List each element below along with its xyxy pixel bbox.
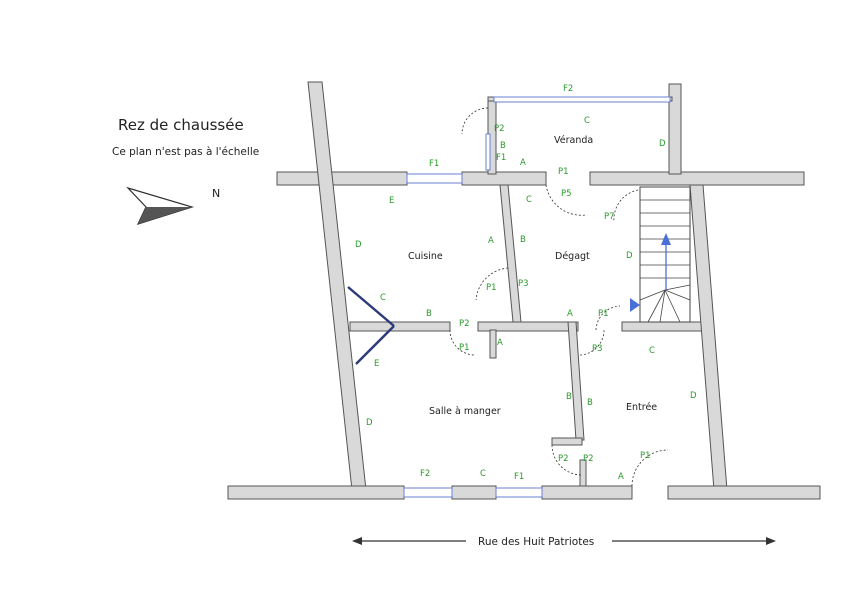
mark: A: [488, 236, 494, 246]
mark: B: [520, 235, 526, 245]
mark: P1: [459, 343, 470, 353]
mark: A: [618, 472, 624, 482]
room-label-veranda: Véranda: [554, 135, 593, 146]
walls: [227, 81, 821, 500]
mark: C: [380, 293, 386, 303]
street-label: Rue des Huit Patriotes: [478, 536, 594, 548]
stair-direction-arrow: [630, 233, 671, 312]
mark: B: [587, 398, 593, 408]
mark: P1: [598, 309, 609, 319]
room-label-degagt: Dégagt: [555, 251, 590, 262]
mark: F2: [420, 469, 430, 479]
plan-title: Rez de chaussée: [118, 116, 244, 134]
mark: P1: [486, 283, 497, 293]
mark: A: [567, 309, 573, 319]
mark: P3: [592, 344, 603, 354]
mark: P3: [518, 279, 529, 289]
north-label: N: [212, 187, 220, 200]
mark: A: [497, 338, 503, 348]
mark: P1: [640, 451, 651, 461]
mark: C: [526, 195, 532, 205]
mark: D: [626, 251, 633, 261]
mark: C: [649, 346, 655, 356]
room-label-cuisine: Cuisine: [408, 251, 443, 262]
room-label-salle: Salle à manger: [429, 406, 501, 417]
mark: D: [366, 418, 373, 428]
mark: P2: [459, 319, 470, 329]
mark: B: [426, 309, 432, 319]
mark: C: [584, 116, 590, 126]
mark: F1: [514, 472, 524, 482]
mark: P7: [604, 212, 615, 222]
mark: P5: [561, 189, 572, 199]
mark: P2: [583, 454, 594, 464]
wall-and-opening-marks: F2 C P2 B F1 A D P1 F1 E D C B A P1 P3 P…: [355, 84, 697, 482]
mark: F2: [563, 84, 573, 94]
mark: D: [659, 139, 666, 149]
mark: P2: [494, 124, 505, 134]
mark: P2: [558, 454, 569, 464]
mark: F1: [429, 159, 439, 169]
mark: E: [374, 359, 379, 369]
mark: D: [690, 391, 697, 401]
mark: A: [520, 158, 526, 168]
street-direction-arrow: [352, 537, 776, 545]
mark: P1: [558, 167, 569, 177]
door-swings: [449, 107, 669, 487]
north-arrow-icon: [126, 186, 195, 225]
mark: E: [389, 196, 394, 206]
mark: B: [500, 141, 506, 151]
room-label-entree: Entrée: [626, 402, 657, 413]
mark: D: [355, 240, 362, 250]
mark: F1: [496, 153, 506, 163]
cuisine-salle-corner-accent: [347, 286, 395, 365]
windows: [403, 96, 671, 498]
mark: B: [566, 392, 572, 402]
plan-subtitle: Ce plan n'est pas à l'échelle: [112, 146, 260, 158]
mark: C: [480, 469, 486, 479]
staircase: [639, 199, 691, 323]
